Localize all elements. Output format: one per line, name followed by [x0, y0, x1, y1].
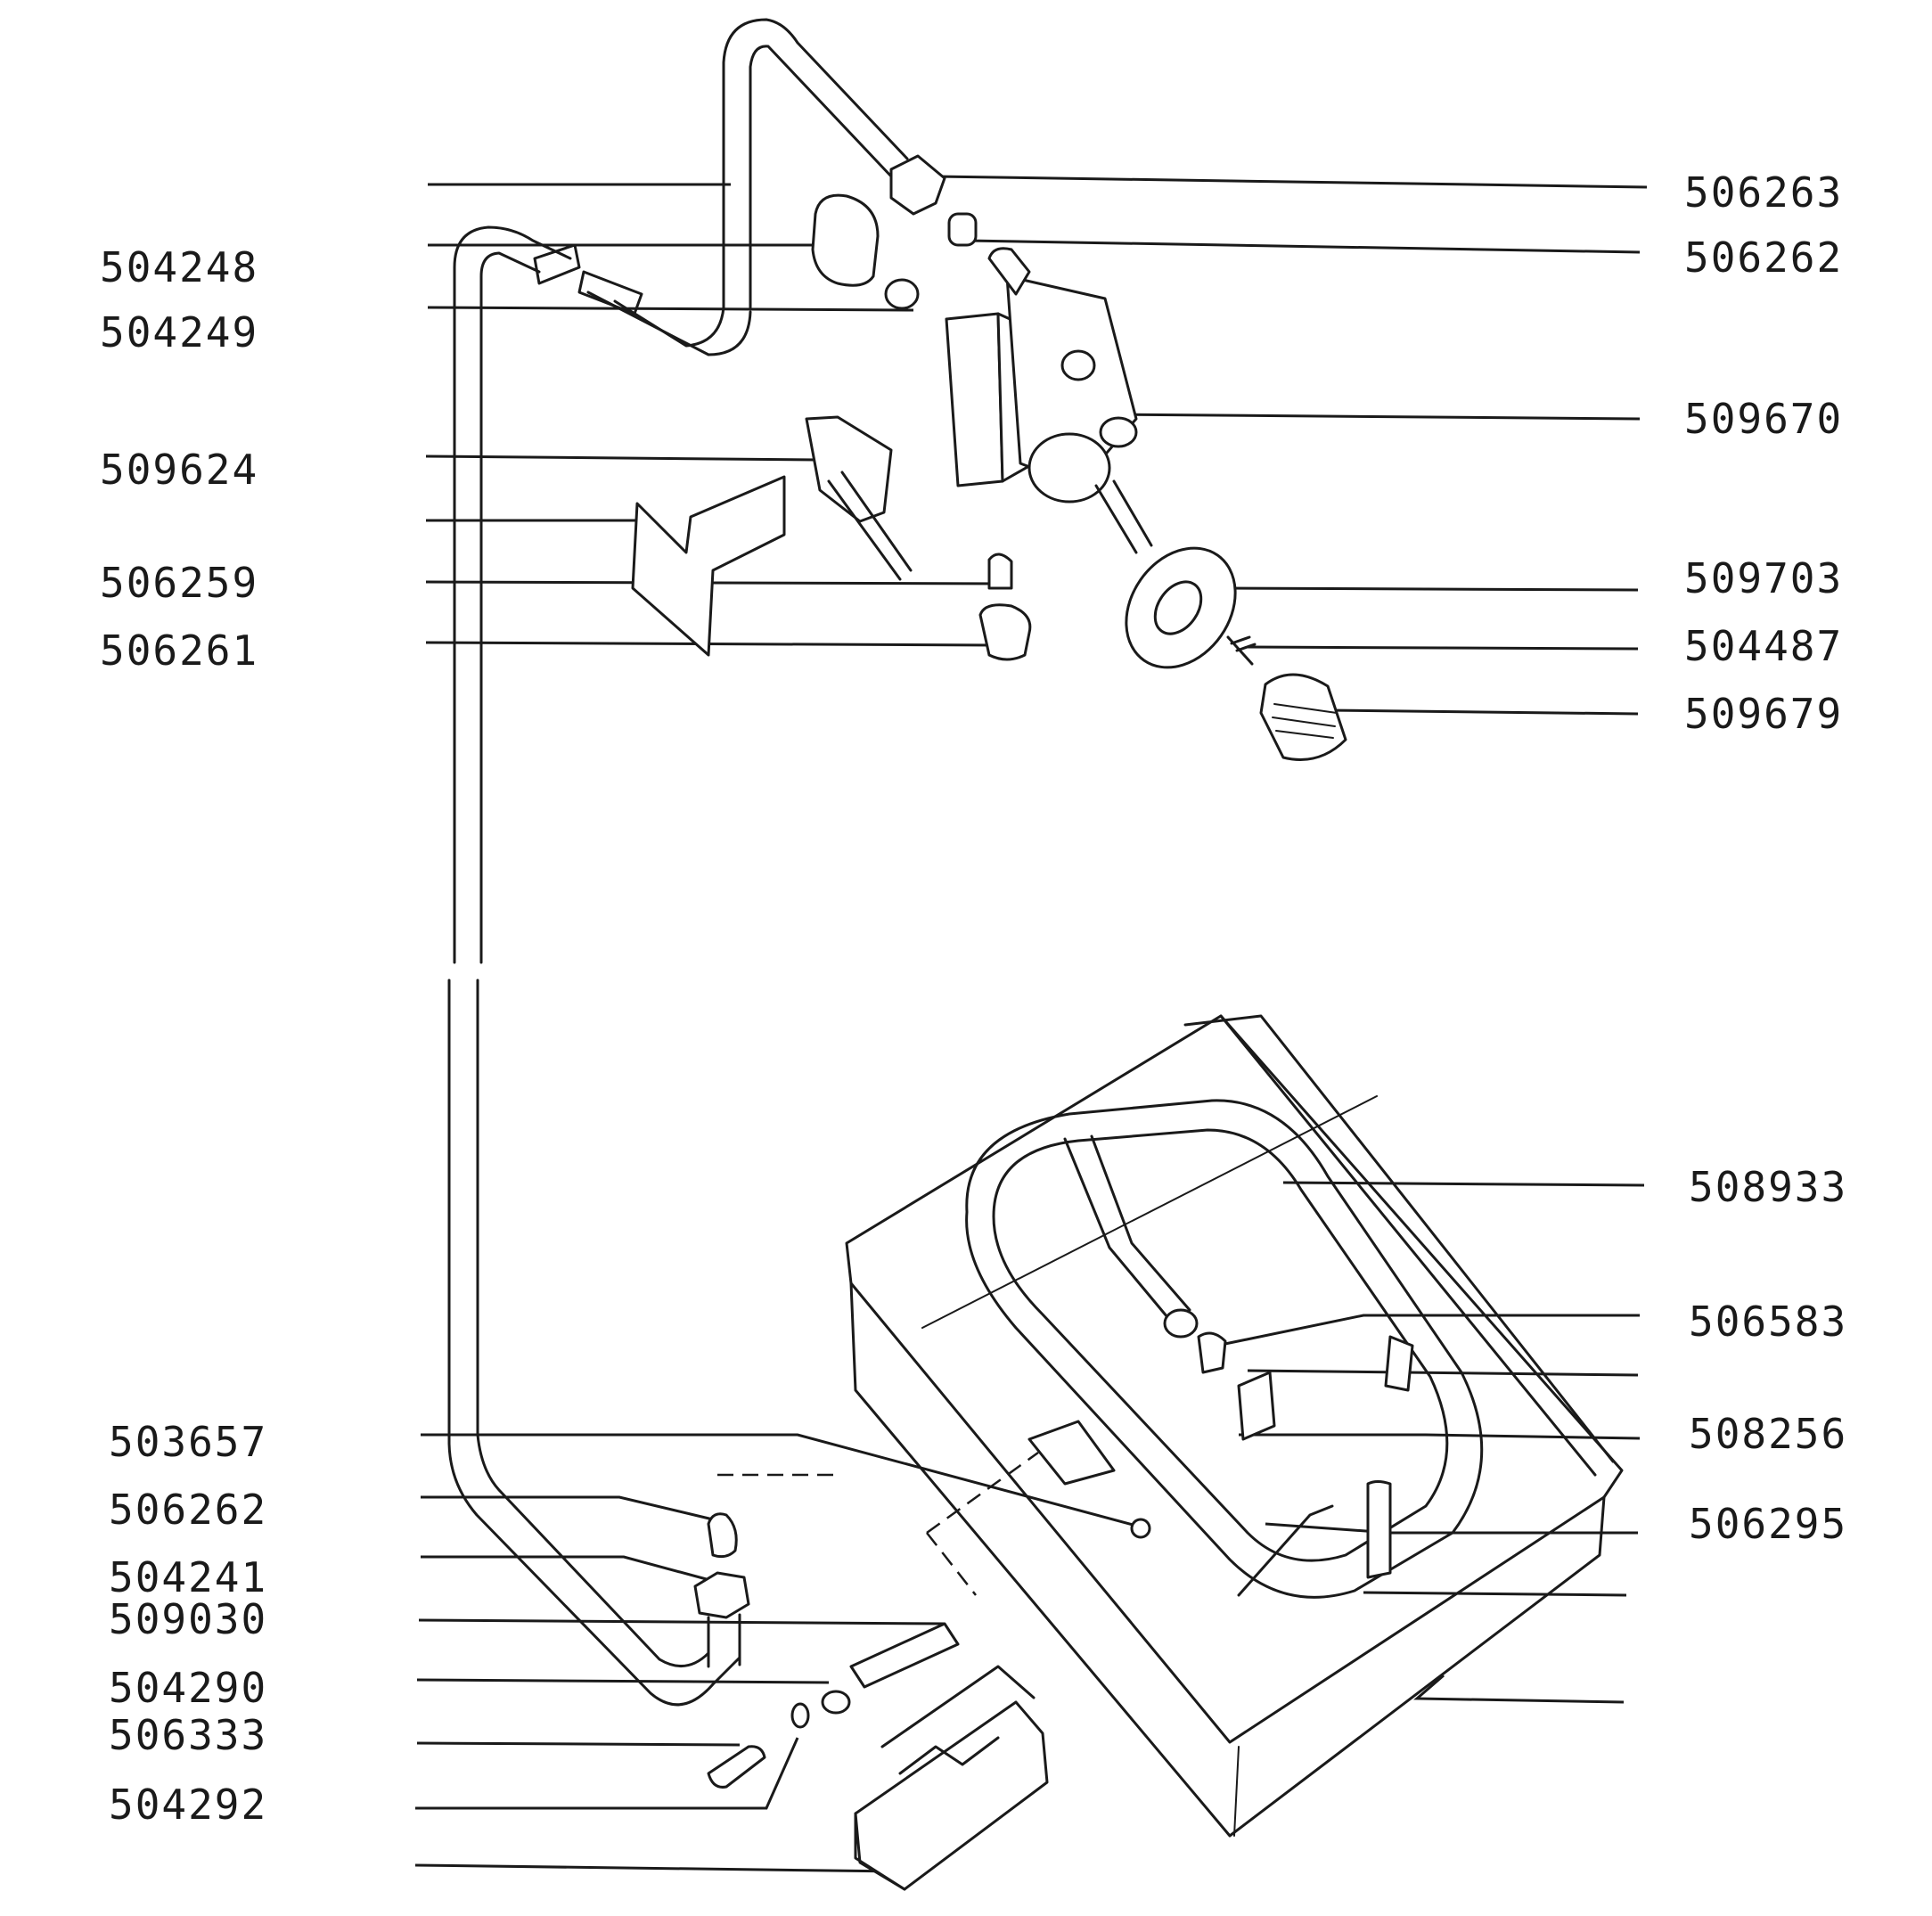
upper-gas-tube: [533, 18, 946, 356]
thermocouple-506295: [1366, 1480, 1392, 1579]
microswitch-509624: [805, 415, 913, 581]
tube-end-506583: [1163, 1308, 1199, 1339]
mounting-bracket: [631, 475, 786, 657]
label-508933: 508933: [1689, 1163, 1847, 1211]
leader-504241: [421, 1555, 714, 1583]
label-504248: 504248: [100, 243, 258, 291]
knob-509679: [1259, 673, 1347, 761]
plug-506259: [987, 553, 1013, 590]
leader-509670: [1109, 413, 1641, 421]
leader-506295: [1265, 1522, 1638, 1535]
electrode-508256: [1237, 1371, 1276, 1441]
nut-506263: [889, 154, 946, 216]
label-508256: 508256: [1689, 1410, 1847, 1458]
leader-506262-upper: [966, 239, 1641, 254]
burner-ring-508933: [965, 1099, 1484, 1599]
cover-plate: [854, 1665, 1049, 1891]
leader-506259: [425, 580, 1008, 585]
nut-504241: [693, 1571, 750, 1619]
label-506583: 506583: [1689, 1298, 1847, 1346]
label-506295: 506295: [1689, 1500, 1847, 1548]
label-504487: 504487: [1684, 622, 1843, 670]
label-503657: 503657: [109, 1418, 267, 1466]
leader-508933: [1282, 1181, 1645, 1187]
leader-508256: [1239, 1433, 1641, 1440]
leader-506262-lower: [421, 1495, 714, 1521]
label-509030: 509030: [109, 1595, 267, 1643]
leader-509030: [418, 1618, 946, 1625]
label-506263: 506263: [1684, 168, 1843, 217]
label-506261: 506261: [100, 626, 258, 675]
label-509670: 509670: [1684, 395, 1843, 443]
gas-valve-509670: [945, 247, 1153, 554]
spring-504487: [1226, 635, 1257, 666]
label-506262-upper: 506262: [1684, 233, 1843, 282]
leader-509703: [1224, 586, 1639, 592]
seal-506262-upper: [947, 212, 978, 247]
control-knob-parts: [1125, 546, 1347, 761]
lower-fittings: [693, 1451, 1039, 1789]
pin-506333: [707, 1745, 766, 1789]
leader-509624: [425, 454, 819, 462]
leader-509679: [1327, 708, 1639, 716]
label-509703: 509703: [1684, 554, 1843, 602]
insert-504248: [811, 193, 880, 287]
label-506259: 506259: [100, 559, 258, 607]
injector-509030: [849, 1622, 960, 1689]
leader-506333: [416, 1741, 741, 1747]
label-504292: 504292: [109, 1781, 267, 1829]
left-leader-lines: [414, 183, 1137, 1873]
label-504241: 504241: [109, 1553, 267, 1601]
leader-506583: [1216, 1314, 1640, 1347]
label-506262-lower: 506262: [109, 1486, 267, 1534]
leader-504487: [1247, 645, 1639, 651]
label-509624: 509624: [100, 446, 258, 494]
label-509679: 509679: [1684, 690, 1843, 738]
burner-housing: [845, 1014, 1624, 1838]
upper-small-parts: [811, 193, 1032, 661]
nut-506261: [978, 603, 1032, 661]
orifice-504249: [884, 278, 920, 310]
leader-503657: [421, 1433, 1137, 1527]
washer-504290: [821, 1690, 851, 1715]
leader-506263: [935, 175, 1648, 189]
long-gas-tube: [447, 225, 741, 1707]
bracket-503657: [1027, 1420, 1116, 1486]
leader-unlabeled-cover: [414, 1863, 901, 1873]
right-leader-lines: [935, 175, 1648, 1704]
leader-504249: [427, 306, 914, 312]
leader-unlabeled-housing: [1413, 1674, 1625, 1704]
leader-504292: [415, 1737, 799, 1810]
label-506333: 506333: [109, 1711, 267, 1759]
label-504290: 504290: [109, 1664, 267, 1712]
leader-504290: [416, 1678, 830, 1684]
clip-504292: [790, 1702, 810, 1729]
label-504249: 504249: [100, 308, 258, 356]
leader-unlabeled-bracket-right: [1247, 1369, 1639, 1377]
leader-unlabeled-burner-bottom: [1363, 1591, 1627, 1597]
seal-506262-lower: [707, 1512, 738, 1559]
burner-internals: [1027, 1308, 1414, 1597]
